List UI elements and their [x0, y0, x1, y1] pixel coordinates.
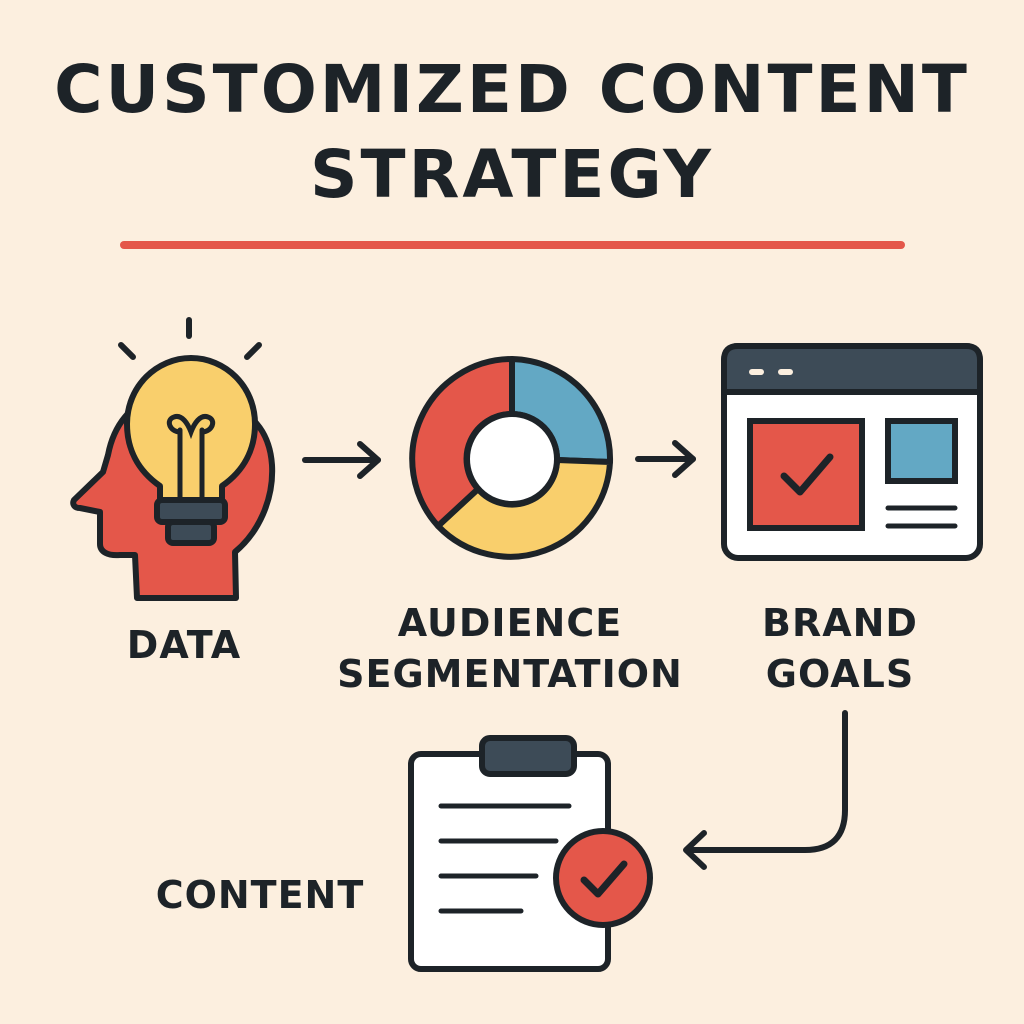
step-label-content: CONTENT	[155, 873, 365, 917]
step-label-brand-line-2: GOALS	[765, 652, 915, 696]
browser-check-panel	[747, 418, 865, 531]
step-label-audience-line-2: SEGMENTATION	[337, 652, 683, 696]
check-icon	[580, 860, 628, 898]
step-label-brand-line-1: BRAND	[762, 601, 918, 645]
clipboard-text-lines	[438, 803, 572, 914]
clipboard-check-icon	[408, 735, 653, 972]
step-label-data: DATA	[126, 623, 242, 667]
arrow-right-icon	[635, 440, 696, 478]
bulb-base-cap	[165, 519, 217, 546]
step-label-audience-line-1: AUDIENCE	[397, 601, 623, 645]
bulb-base	[154, 497, 228, 525]
browser-image-block	[885, 418, 958, 484]
donut-chart-icon	[409, 356, 614, 560]
title-divider	[120, 241, 905, 249]
head-lightbulb-icon	[70, 317, 276, 601]
check-icon	[780, 453, 834, 496]
browser-title-bar	[721, 343, 983, 395]
browser-window-check-icon	[721, 343, 983, 561]
arrow-curved-left-icon	[683, 710, 848, 870]
bulb-filament	[166, 413, 216, 503]
clipboard-clip	[479, 735, 577, 777]
approved-badge	[553, 828, 653, 928]
donut-hole	[464, 411, 560, 507]
diagram-title-line-1: CUSTOMIZED CONTENT	[54, 51, 970, 128]
diagram-title-line-2: STRATEGY	[310, 136, 714, 213]
light-rays-icon	[118, 317, 262, 360]
arrow-right-icon	[302, 441, 381, 479]
